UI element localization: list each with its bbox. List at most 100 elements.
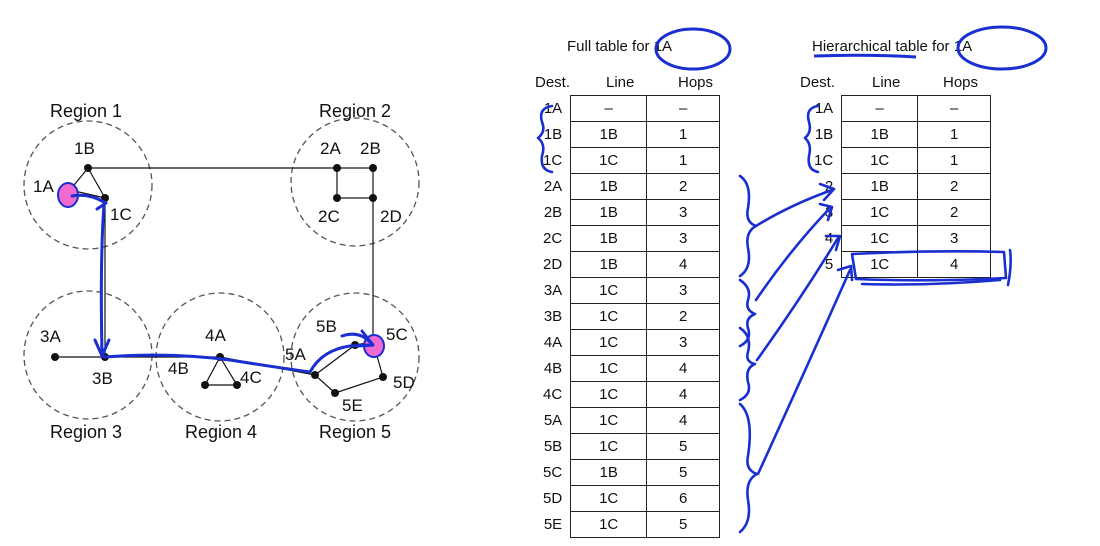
node-label-2a: 2A: [320, 139, 341, 158]
cell-dest: 5: [824, 256, 834, 273]
cell-line: 1C: [570, 407, 648, 434]
cell-line: 1C: [841, 199, 919, 226]
hier-table-header-dest: Dest.: [800, 74, 836, 91]
full-table-header-hops: Hops: [678, 74, 714, 91]
node-label-5d: 5D: [393, 373, 415, 392]
cell-dest: 3: [824, 204, 834, 221]
cell-hops: 4: [646, 407, 721, 434]
hier-table-title: Hierarchical table for 1A: [812, 38, 973, 55]
cell-line: –: [570, 95, 648, 122]
cell-dest: 3B: [543, 308, 563, 325]
cell-hops: 3: [646, 329, 721, 356]
cell-dest: 1B: [814, 126, 834, 143]
cell-dest: 5E: [543, 516, 563, 533]
cell-line: 1B: [570, 199, 648, 226]
cell-hops: 5: [646, 459, 721, 486]
cell-dest: 2C: [543, 230, 563, 247]
node-label-4b: 4B: [168, 359, 189, 378]
cell-dest: 1C: [543, 152, 563, 169]
cell-dest: 1C: [814, 152, 834, 169]
hier-table-header-line: Line: [872, 74, 901, 91]
region-label-5: Region 5: [319, 422, 391, 442]
cell-dest: 5D: [543, 490, 563, 507]
node-label-1a: 1A: [33, 177, 54, 196]
cell-hops: 1: [646, 121, 721, 148]
node-label-3b: 3B: [92, 369, 113, 388]
cell-hops: 5: [646, 511, 721, 538]
node-label-4a: 4A: [205, 326, 226, 345]
region-label-2: Region 2: [319, 101, 391, 121]
full-table-title-circle: [654, 27, 732, 71]
route-annotation: [70, 193, 375, 374]
cell-hops: 5: [646, 433, 721, 460]
cell-hops: 2: [646, 173, 721, 200]
cell-line: 1C: [570, 147, 648, 174]
cell-line: –: [841, 95, 919, 122]
cell-hops: 4: [646, 251, 721, 278]
cell-hops: 3: [646, 225, 721, 252]
cell-hops: 4: [646, 355, 721, 382]
cell-dest: 5A: [543, 412, 563, 429]
node-label-1c: 1C: [110, 205, 132, 224]
cell-hops: 3: [646, 277, 721, 304]
cell-dest: 2: [824, 178, 834, 195]
cell-dest: 4B: [543, 360, 563, 377]
cell-dest: 4: [824, 230, 834, 247]
table-row: 1A––: [543, 95, 721, 122]
region-label-4: Region 4: [185, 422, 257, 442]
cell-hops: –: [646, 95, 721, 122]
node-label-5a: 5A: [285, 345, 306, 364]
cell-line: 1C: [841, 147, 919, 174]
region-label-3: Region 3: [50, 422, 122, 442]
cell-dest: 4C: [543, 386, 563, 403]
cell-hops: 3: [917, 225, 992, 252]
cell-dest: 1A: [543, 100, 563, 117]
full-table-title: Full table for 1A: [567, 38, 673, 55]
cell-line: 1C: [570, 485, 648, 512]
cell-line: 1C: [570, 381, 648, 408]
cell-hops: 1: [646, 147, 721, 174]
cell-line: 1C: [570, 433, 648, 460]
cell-line: 1C: [570, 277, 648, 304]
cell-hops: 1: [917, 121, 992, 148]
cell-line: 1C: [570, 329, 648, 356]
cell-dest: 2B: [543, 204, 563, 221]
region-1-circle: [23, 120, 153, 250]
cell-line: 1C: [570, 355, 648, 382]
hier-table-header-hops: Hops: [943, 74, 979, 91]
node-label-5e: 5E: [342, 396, 363, 415]
cell-line: 1C: [570, 511, 648, 538]
cell-hops: 1: [917, 147, 992, 174]
cell-hops: 4: [917, 251, 992, 278]
full-table-header-line: Line: [606, 74, 635, 91]
cell-hops: –: [917, 95, 992, 122]
node-label-2b: 2B: [360, 139, 381, 158]
cell-hops: 6: [646, 485, 721, 512]
node-label-1b: 1B: [74, 139, 95, 158]
region-2-circle: [290, 117, 420, 247]
hier-table-title-annotation: [813, 25, 1048, 71]
cell-line: 1B: [841, 173, 919, 200]
cell-dest: 1B: [543, 126, 563, 143]
node-label-4c: 4C: [240, 368, 262, 387]
cell-hops: 3: [646, 199, 721, 226]
cell-line: 1B: [570, 459, 648, 486]
